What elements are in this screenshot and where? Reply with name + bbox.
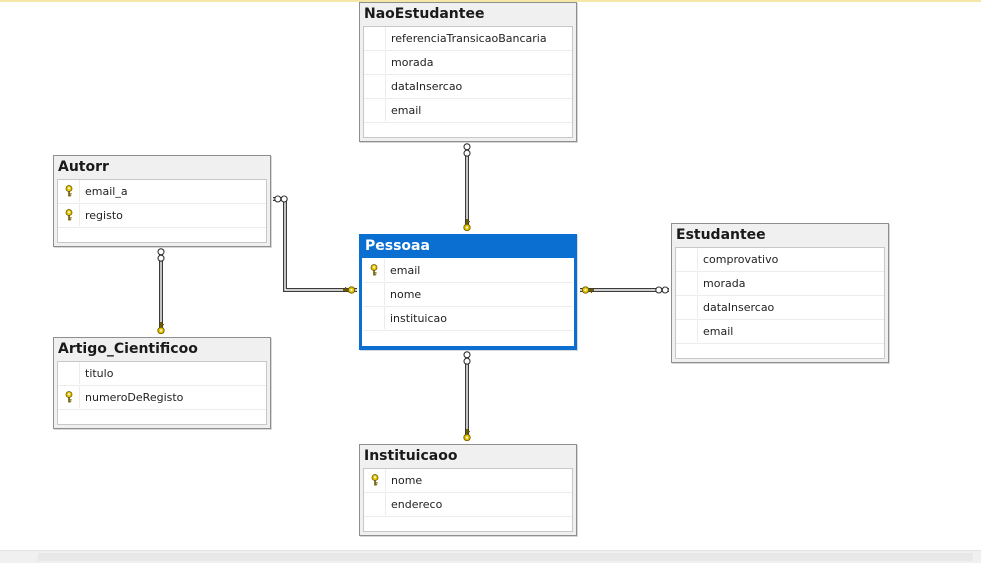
table-title: Pessoaa	[365, 238, 430, 254]
many-end-icon	[655, 286, 663, 294]
row-selector	[364, 27, 386, 49]
column-name: nome	[391, 474, 423, 487]
row-selector	[364, 99, 386, 121]
one-end-key-icon	[581, 286, 594, 294]
relationship-autorr-artigo	[157, 248, 165, 335]
table-instituicaoo[interactable]: Instituicaoo nome endereco	[359, 444, 577, 536]
table-estudantee[interactable]: Estudantee comprovativo morada dataInserca…	[671, 223, 889, 363]
row-selector	[676, 272, 698, 294]
table-title: Estudantee	[676, 227, 766, 243]
column-name: dataInsercao	[703, 301, 775, 314]
column-name: registo	[85, 209, 123, 222]
column-grid: nome endereco	[363, 468, 573, 532]
one-end-key-icon	[157, 322, 165, 335]
top-strip	[0, 0, 981, 2]
relationship-instituicaoo-pessoaa	[463, 351, 471, 442]
primary-key-icon	[58, 386, 80, 408]
column-row[interactable]: email	[676, 320, 884, 344]
column-grid: referenciaTransicaoBancaria morada dataIns…	[363, 26, 573, 138]
many-end-icon	[463, 149, 471, 157]
column-row[interactable]: registo	[58, 204, 266, 228]
table-title: Instituicaoo	[364, 448, 458, 464]
column-row[interactable]: nome	[364, 469, 572, 493]
column-row[interactable]: numeroDeRegisto	[58, 386, 266, 410]
row-selector	[364, 75, 386, 97]
column-name: email_a	[85, 185, 128, 198]
column-name: email	[390, 264, 421, 277]
row-selector	[363, 283, 385, 305]
column-name: email	[391, 104, 422, 117]
column-grid: email nome instituicao	[362, 258, 574, 346]
table-title: Artigo_Cientificoo	[58, 341, 198, 357]
row-selector	[364, 51, 386, 73]
horizontal-scrollbar[interactable]	[0, 550, 981, 563]
column-name: numeroDeRegisto	[85, 391, 184, 404]
column-row[interactable]: morada	[364, 51, 572, 75]
primary-key-icon	[363, 259, 385, 281]
column-name: dataInsercao	[391, 80, 463, 93]
column-row[interactable]: dataInsercao	[676, 296, 884, 320]
row-selector	[676, 248, 698, 270]
column-name: nome	[390, 288, 422, 301]
column-name: referenciaTransicaoBancaria	[391, 32, 547, 45]
row-selector	[363, 307, 385, 329]
table-naoestudantee[interactable]: NaoEstudantee referenciaTransicaoBancari…	[359, 2, 577, 142]
column-name: morada	[703, 277, 746, 290]
column-row[interactable]: morada	[676, 272, 884, 296]
primary-key-icon	[364, 469, 386, 491]
table-title: Autorr	[58, 159, 109, 175]
many-end-icon	[463, 143, 471, 151]
many-end-icon	[463, 357, 471, 365]
row-selector	[676, 296, 698, 318]
column-name: titulo	[85, 367, 114, 380]
column-row[interactable]: nome	[363, 283, 573, 307]
row-selector	[676, 320, 698, 342]
column-row[interactable]: instituicao	[363, 307, 573, 331]
column-row[interactable]: endereco	[364, 493, 572, 517]
primary-key-icon	[58, 180, 80, 202]
table-pessoaa[interactable]: Pessoaa email nome instituicao	[359, 234, 577, 350]
column-row[interactable]: referenciaTransicaoBancaria	[364, 27, 572, 51]
row-selector	[58, 362, 80, 384]
column-row[interactable]: email_a	[58, 180, 266, 204]
column-name: morada	[391, 56, 434, 69]
many-end-icon	[280, 195, 288, 203]
many-end-icon	[661, 286, 669, 294]
column-name: instituicao	[390, 312, 447, 325]
relationship-naoestudantee-pessoaa	[463, 143, 471, 232]
column-name: comprovativo	[703, 253, 779, 266]
column-row[interactable]: titulo	[58, 362, 266, 386]
table-title: NaoEstudantee	[364, 6, 485, 22]
one-end-key-icon	[463, 429, 471, 442]
column-row[interactable]: email	[364, 99, 572, 123]
row-selector	[364, 493, 386, 515]
primary-key-icon	[58, 204, 80, 226]
column-name: endereco	[391, 498, 443, 511]
many-end-icon	[157, 254, 165, 262]
scrollbar-thumb[interactable]	[38, 553, 973, 561]
column-name: email	[703, 325, 734, 338]
relationship-autorr-pessoaa	[273, 195, 357, 294]
one-end-key-icon	[463, 219, 471, 232]
many-end-icon	[274, 195, 282, 203]
many-end-icon	[463, 351, 471, 359]
relationship-estudantee-pessoaa	[580, 286, 669, 294]
table-artigo-cientificoo[interactable]: Artigo_Cientificoo titulo numeroDeRegisto	[53, 337, 271, 429]
column-row[interactable]: comprovativo	[676, 248, 884, 272]
column-grid: comprovativo morada dataInsercao email	[675, 247, 885, 359]
column-row[interactable]: dataInsercao	[364, 75, 572, 99]
one-end-key-icon	[343, 286, 356, 294]
column-grid: titulo numeroDeRegisto	[57, 361, 267, 425]
column-row[interactable]: email	[363, 259, 573, 283]
many-end-icon	[157, 248, 165, 256]
